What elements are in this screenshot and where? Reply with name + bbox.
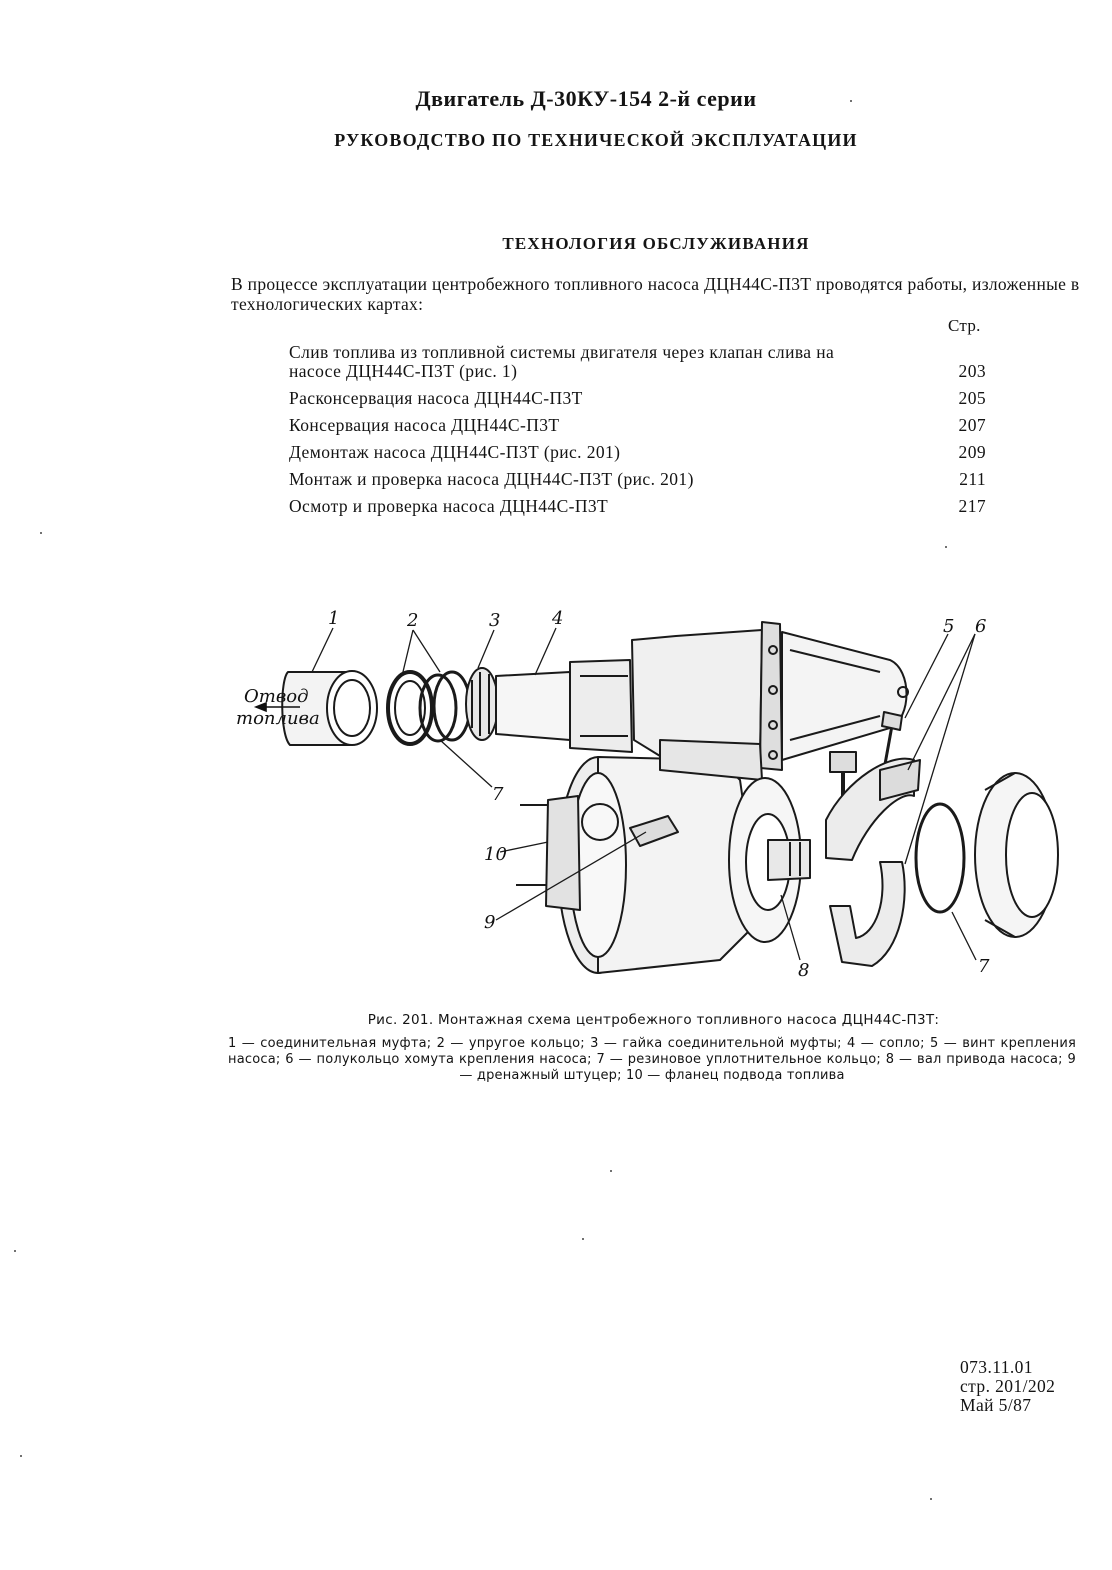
toc-list: Слив топлива из топливной системы двигат… — [289, 343, 989, 524]
callout-label: 8 — [798, 960, 809, 981]
clamp-half-ring-upper — [825, 757, 921, 861]
toc-item-title: Осмотр и проверка насоса ДЦН44С-П3Т — [289, 496, 609, 516]
pump-upper-body — [631, 621, 909, 771]
cover-cap-part — [974, 772, 1059, 938]
callout-label: 5 — [943, 616, 954, 637]
callout-label: 6 — [975, 616, 986, 637]
toc-item-title: Слив топлива из топливной системы двигат… — [289, 342, 835, 381]
outlet-inscription-line1: Отвод — [244, 686, 309, 707]
spring-ring-part — [386, 670, 472, 746]
toc-item-page: 209 — [958, 442, 986, 462]
document-title: Двигатель Д-30КУ-154 2-й серии — [415, 86, 757, 111]
outlet-arrow-icon — [253, 701, 300, 713]
toc-item-title: Консервация насоса ДЦН44С-П3Т — [289, 415, 560, 435]
scan-speck — [40, 532, 42, 534]
callout-label: 9 — [484, 912, 495, 933]
callout-label: 3 — [489, 610, 500, 631]
scan-speck — [582, 1238, 584, 1240]
callout-label: 1 — [328, 608, 339, 629]
scan-speck — [850, 100, 852, 102]
toc-item: Слив топлива из топливной системы двигат… — [289, 343, 989, 381]
nozzle-part — [495, 659, 633, 753]
document-subtitle: РУКОВОДСТВО ПО ТЕХНИЧЕСКОЙ ЭКСПЛУАТАЦИИ — [334, 130, 858, 150]
toc-item-title: Демонтаж насоса ДЦН44С-П3Т (рис. 201) — [289, 442, 621, 462]
footer-date: Май 5/87 — [960, 1395, 1032, 1415]
pump-assembly-drawing: 1 2 3 4 5 6 7 7 8 9 10 Отвод топлива — [236, 608, 1059, 981]
toc-item: Расконсервация насоса ДЦН44С-П3Т 205 — [289, 389, 989, 408]
callout-label: 10 — [484, 844, 507, 865]
toc-item-title: Расконсервация насоса ДЦН44С-П3Т — [289, 388, 583, 408]
footer-doc-code: 073.11.01 — [960, 1357, 1033, 1377]
callout-label: 7 — [492, 784, 504, 805]
scan-speck — [945, 546, 947, 548]
rubber-seal-ring-part — [914, 802, 966, 914]
toc-item: Монтаж и проверка насоса ДЦН44С-П3Т (рис… — [289, 470, 989, 489]
scan-speck — [14, 1250, 16, 1252]
callout-label: 2 — [406, 610, 418, 631]
toc-item-title: Монтаж и проверка насоса ДЦН44С-П3Т (рис… — [289, 469, 694, 489]
pages-column-header: Стр. — [948, 316, 981, 335]
scan-speck — [610, 1170, 612, 1172]
coupling-sleeve-part — [281, 670, 378, 746]
clamp-half-ring-lower — [829, 861, 906, 967]
toc-item: Демонтаж насоса ДЦН44С-П3Т (рис. 201) 209 — [289, 443, 989, 462]
toc-item-page: 207 — [958, 415, 986, 435]
toc-item: Осмотр и проверка насоса ДЦН44С-П3Т 217 — [289, 497, 989, 516]
callout-labels: 1 2 3 4 5 6 7 7 8 9 10 — [328, 608, 990, 981]
scan-speck — [20, 1455, 22, 1457]
section-heading: ТЕХНОЛОГИЯ ОБСЛУЖИВАНИЯ — [502, 234, 810, 253]
page-footer: 073.11.01 стр. 201/202 Май 5/87 — [960, 1358, 1055, 1415]
toc-item-page: 217 — [958, 496, 986, 516]
pump-lower-housing — [516, 739, 763, 974]
coupling-nut-part — [465, 667, 499, 741]
toc-item-page: 203 — [958, 361, 986, 381]
scan-speck — [930, 1498, 932, 1500]
toc-item-page: 205 — [958, 388, 986, 408]
figure-caption-title: Рис. 201. Монтажная схема центробежного … — [367, 1012, 940, 1028]
figure-caption-body: 1 — соединительная муфта; 2 — упругое ко… — [228, 1036, 1076, 1083]
toc-item-page: 211 — [959, 469, 986, 489]
callout-label: 4 — [551, 608, 563, 629]
intro-paragraph: В процессе эксплуатации центробежного то… — [231, 274, 1080, 314]
callout-leader-lines — [311, 627, 977, 961]
outlet-inscription-line2: топлива — [236, 708, 320, 729]
callout-label: 7 — [978, 956, 990, 977]
toc-item: Консервация насоса ДЦН44С-П3Т 207 — [289, 416, 989, 435]
footer-page-ref: стр. 201/202 — [960, 1376, 1056, 1396]
drive-shaft-flange — [728, 777, 811, 943]
outlet-inscription: Отвод топлива — [236, 686, 320, 729]
